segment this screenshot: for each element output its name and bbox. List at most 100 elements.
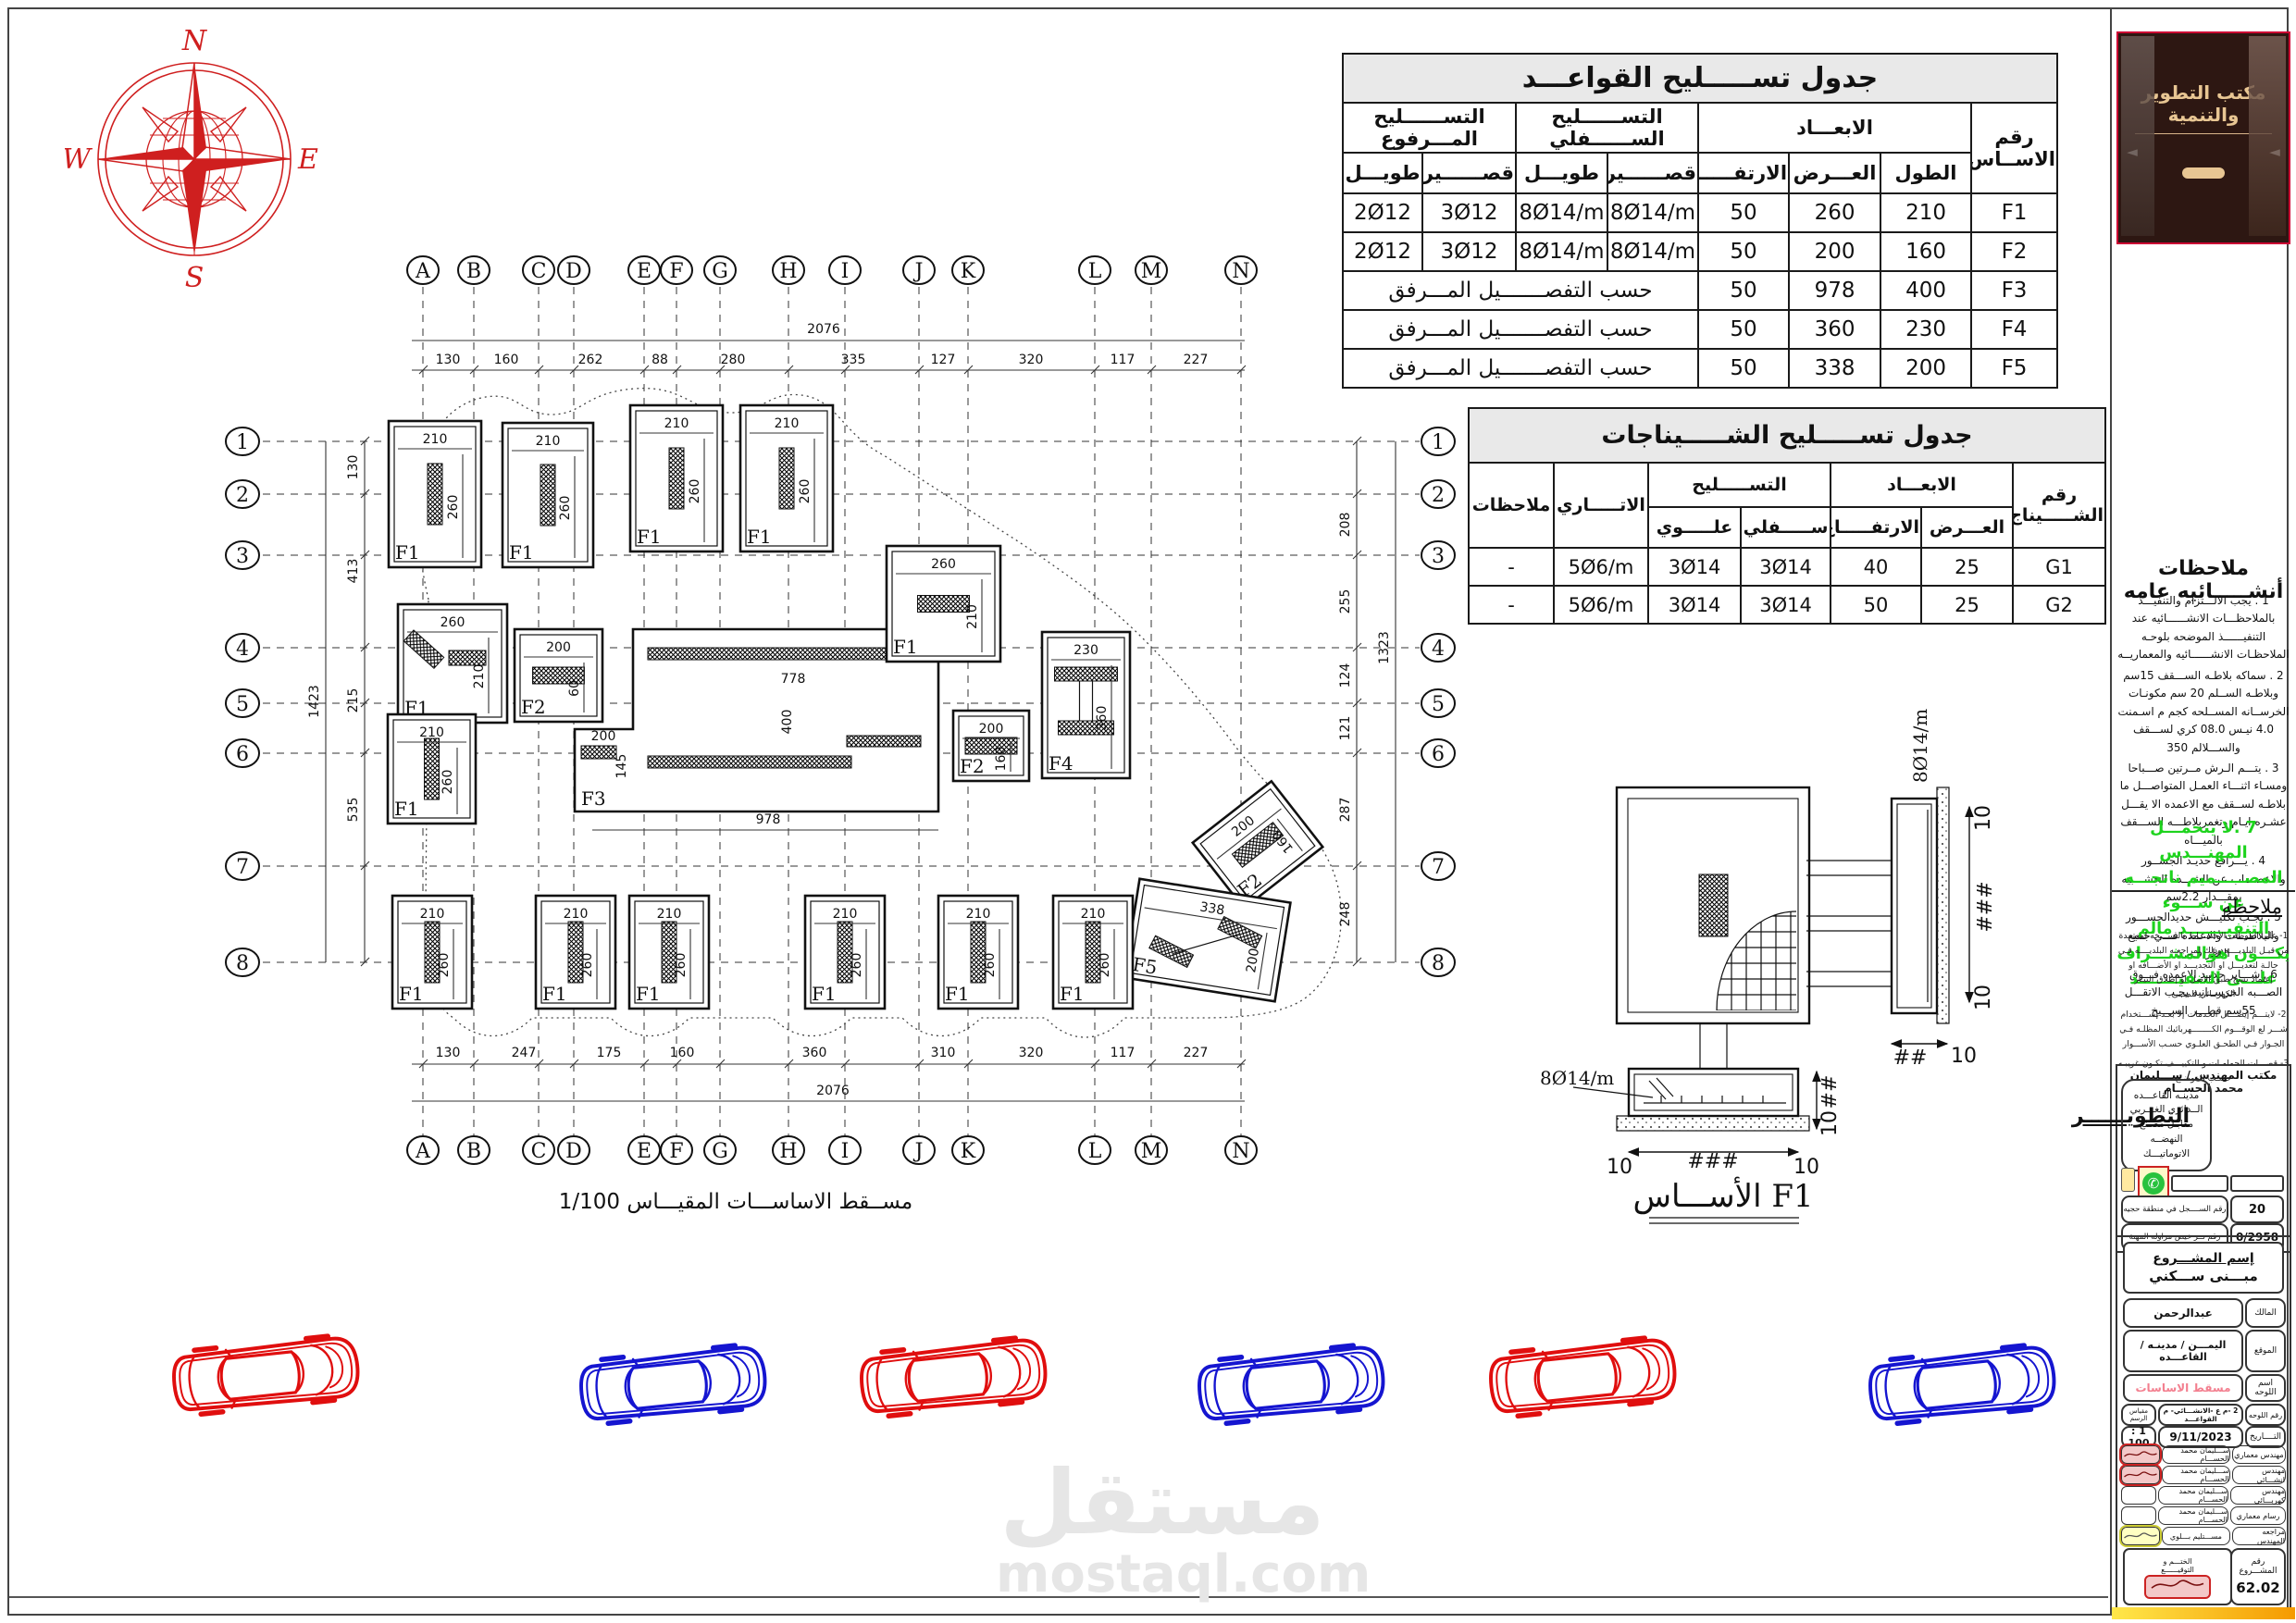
svg-text:210: 210: [423, 432, 448, 447]
svg-text:10: 10: [1972, 805, 1995, 831]
svg-text:F1: F1: [399, 983, 424, 1005]
municipal-note: 2- لايتـــم إيصـــال الخدمات إلا بعـد إس…: [2119, 1009, 2288, 1049]
note-title: ملاحظه: [2221, 896, 2282, 918]
svg-text:260: 260: [850, 953, 864, 978]
svg-text:260: 260: [441, 770, 455, 795]
banner-building-art-right: [2249, 36, 2286, 236]
svg-text:121: 121: [1338, 716, 1353, 741]
svg-text:H: H: [779, 1140, 797, 1163]
svg-text:230: 230: [1074, 643, 1098, 658]
municipal-notes-list: 1- على الموظف الأحتفـــاظ بالنســـخه لمع…: [2116, 929, 2290, 1092]
watermark-arabic: مستقل: [999, 1451, 1325, 1555]
svg-text:F1: F1: [945, 983, 970, 1005]
svg-text:255: 255: [1338, 589, 1353, 614]
svg-text:H: H: [779, 260, 797, 283]
col-width: العـــرض: [1788, 152, 1882, 194]
date-value: 9/11/2023: [2158, 1426, 2243, 1448]
svg-text:N: N: [1232, 1140, 1249, 1163]
svg-text:F1: F1: [893, 636, 918, 658]
svg-text:320: 320: [1019, 1046, 1044, 1060]
svg-text:248: 248: [1338, 902, 1353, 927]
svg-text:210: 210: [775, 416, 800, 431]
sheet-name-label: اسم اللوحه: [2245, 1374, 2286, 1402]
svg-text:4: 4: [1432, 638, 1445, 661]
signature-cell: [2119, 1443, 2162, 1466]
registration-number: 20: [2230, 1196, 2284, 1223]
svg-text:F: F: [669, 260, 683, 283]
svg-text:B: B: [466, 1140, 481, 1163]
svg-text:287: 287: [1338, 798, 1353, 823]
office-brand: التطويــــــر: [2071, 1105, 2190, 1128]
svg-text:227: 227: [1184, 1046, 1209, 1060]
svg-text:127: 127: [931, 353, 956, 367]
svg-text:208: 208: [1338, 513, 1353, 538]
whatsapp-icon: ✆: [2142, 1172, 2165, 1195]
svg-text:L: L: [1088, 260, 1102, 283]
plan-caption: مســقط الاساســـات المقيـــاس 1/100: [558, 1190, 913, 1214]
svg-text:F3: F3: [581, 787, 606, 810]
banner-building-art-left: [2121, 36, 2154, 236]
svg-text:F5: F5: [1131, 953, 1159, 979]
svg-text:10: 10: [1793, 1156, 1819, 1179]
compass-w-label: W: [65, 143, 93, 176]
svg-text:###: ###: [1974, 881, 1997, 932]
svg-text:###: ###: [1687, 1150, 1738, 1173]
mobile-phone-icon: [2121, 1168, 2135, 1192]
svg-text:10: 10: [1951, 1045, 1977, 1068]
svg-text:F1: F1: [1060, 983, 1085, 1005]
col-group-bottom-reinf: التســــــليح الســــــفلي: [1515, 102, 1700, 154]
svg-text:260: 260: [983, 953, 998, 978]
role-label: رسام معماري: [2230, 1506, 2286, 1525]
svg-text:200: 200: [546, 640, 571, 655]
svg-text:5: 5: [236, 693, 249, 716]
svg-text:L: L: [1088, 1140, 1102, 1163]
svg-text:210: 210: [1081, 907, 1106, 922]
foundation-reinforcement-table: جدول تســـــليح القواعـــد رقم الاســاس …: [1341, 53, 2059, 389]
sheet-name-value: مسقط الاساسات: [2123, 1374, 2243, 1402]
svg-text:3: 3: [236, 545, 249, 568]
svg-text:I: I: [841, 260, 850, 283]
car-top-view: [855, 1325, 1053, 1433]
signature-cell: [2121, 1486, 2156, 1505]
role-name: ســـليمان محمد الحســـام: [2158, 1486, 2228, 1505]
svg-text:E: E: [637, 260, 652, 283]
signature-cell: [2119, 1464, 2162, 1486]
compass-e-label: E: [297, 143, 318, 176]
office-address-bubble: مدينـه القاعـــده الــدائري الغـــربي مق…: [2121, 1079, 2212, 1171]
svg-text:260: 260: [441, 615, 465, 630]
car-top-view: [168, 1323, 366, 1431]
divider: [2112, 890, 2295, 892]
svg-text:210: 210: [536, 434, 561, 449]
col-bottom: ســـــفلي: [1740, 506, 1832, 549]
structural-note: 6 ,اشـــاير حديـد الاعمده فـــوق الصـــب…: [2124, 967, 2283, 1017]
col-top: علـــــوي: [1647, 506, 1743, 549]
tiebeam-reinforcement-table: جدول تســـــليح الشـــــيناجات رقم الشــ…: [1467, 407, 2107, 625]
svg-text:F2: F2: [521, 696, 546, 718]
svg-text:260: 260: [1098, 953, 1112, 978]
col-raised-long: طويـــل: [1341, 152, 1424, 194]
svg-text:I: I: [841, 1140, 850, 1163]
phone-field-1: [2230, 1175, 2284, 1192]
f1-foundation-detail: 10###10##1010###10##108Ø14/m8Ø14/mالأســ…: [1540, 709, 1997, 1224]
svg-text:D: D: [565, 1140, 582, 1163]
compass-n-label: N: [181, 25, 208, 57]
col-beam-id: رقم الشـــــيناج: [2012, 462, 2107, 549]
phone-field-2: [2171, 1175, 2228, 1192]
signature-cell: [2119, 1525, 2162, 1547]
sheet-number-value: 2 -م ع -الانشـــائي- م القواعـــد: [2158, 1404, 2243, 1426]
svg-text:1: 1: [1432, 431, 1445, 454]
project-name-box: إسم المشـــروع مبـــنى ســـكني: [2123, 1242, 2284, 1294]
svg-text:210: 210: [833, 907, 858, 922]
svg-text:F1: F1: [747, 526, 772, 548]
svg-text:K: K: [961, 260, 976, 283]
car-top-view: [1484, 1325, 1682, 1433]
svg-text:5: 5: [1432, 693, 1445, 716]
